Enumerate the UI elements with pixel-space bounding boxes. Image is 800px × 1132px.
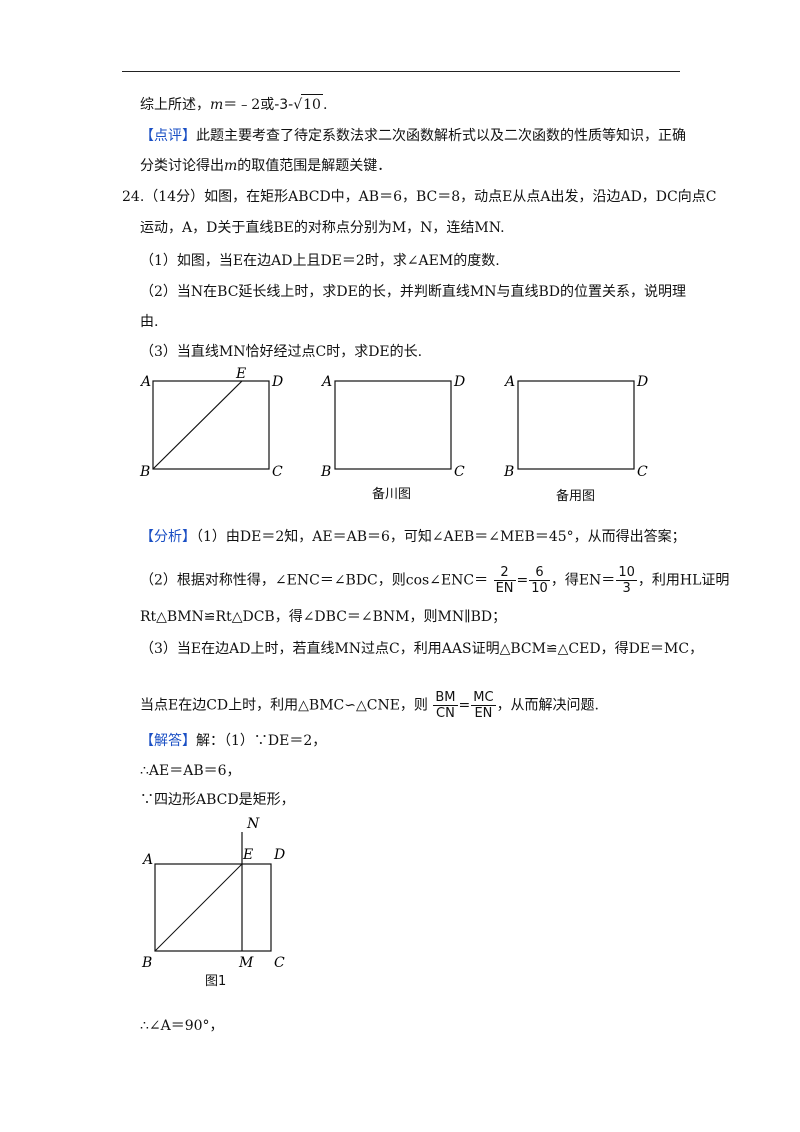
label-d: D xyxy=(273,847,285,863)
figure-main: A E D B C xyxy=(139,366,283,480)
figure-spare-2: A D B C xyxy=(503,374,648,480)
label-m: M xyxy=(238,955,254,971)
rectangle-abcd xyxy=(334,380,452,470)
solution-line-1: 【解答】解：（1）∵DE＝2， xyxy=(140,733,327,749)
solution-line-2: ∴AE＝AB＝6， xyxy=(140,763,241,779)
figure-1: N A E D B M C xyxy=(141,816,285,971)
question-1: （1）如图，当E在边AD上且DE＝2时，求∠AEM的度数. xyxy=(140,253,500,269)
rectangle-abcd xyxy=(517,380,635,470)
top-rule xyxy=(122,71,680,72)
label-c: C xyxy=(272,464,283,480)
solution-line-3: ∵四边形ABCD是矩形， xyxy=(140,792,295,808)
label-n: N xyxy=(246,816,260,832)
label-e: E xyxy=(242,847,253,863)
label-d: D xyxy=(453,374,465,390)
label-c: C xyxy=(637,464,648,480)
caption-spare-1: 备川图 xyxy=(372,487,412,502)
label-c: C xyxy=(454,464,465,480)
question-2-line-2: 由. xyxy=(140,314,159,330)
label-a: A xyxy=(320,374,332,390)
label-b: B xyxy=(320,464,331,480)
label-c: C xyxy=(274,955,285,971)
label-a: A xyxy=(503,374,515,390)
label-b: B xyxy=(141,955,152,971)
label-d: D xyxy=(271,374,283,390)
rectangle-abcd xyxy=(154,863,272,952)
figure-spare-1: A D B C xyxy=(320,374,465,480)
segment-be xyxy=(152,380,243,470)
analysis-line-3: Rt△BMN≌Rt△DCB，得∠DBC＝∠BNM，则MN∥BD； xyxy=(140,609,507,625)
problem-line-1: 24.（14分）如图，在矩形ABCD中，AB＝6，BC＝8，动点E从点A出发，沿… xyxy=(122,189,717,205)
summary-line: 综上所述，m＝﹣2或-3-√10. xyxy=(140,94,327,115)
label-a: A xyxy=(139,374,151,390)
analysis-line-4: （3）当E在边AD上时，若直线MN过点C，利用AAS证明△BCM≌△CED，得D… xyxy=(140,641,704,657)
caption-figure-1: 图1 xyxy=(205,974,227,989)
question-3: （3）当直线MN恰好经过点C时，求DE的长. xyxy=(140,344,423,360)
comment-line-1: 【点评】此题主要考查了待定系数法求二次函数解析式以及二次函数的性质等知识，正确 xyxy=(140,128,686,144)
label-d: D xyxy=(636,374,648,390)
comment-line-2: 分类讨论得出m的取值范围是解题关键． xyxy=(140,158,392,174)
solution-line-4: ∴∠A＝90°， xyxy=(140,1018,224,1034)
label-b: B xyxy=(503,464,514,480)
analysis-line-1: 【分析】（1）由DE＝2知，AE＝AB＝6，可知∠AEB＝∠MEB＝45°，从而… xyxy=(140,529,686,545)
caption-spare-2: 备用图 xyxy=(556,489,596,504)
problem-line-2: 运动，A，D关于直线BE的对称点分别为M，N，连结MN. xyxy=(140,220,505,236)
label-a: A xyxy=(141,852,153,868)
segment-be xyxy=(154,863,243,952)
label-e: E xyxy=(235,366,246,382)
label-b: B xyxy=(139,464,150,480)
rectangle-abcd xyxy=(152,380,270,470)
question-2-line-1: （2）当N在BC延长线上时，求DE的长，并判断直线MN与直线BD的位置关系，说明… xyxy=(140,284,686,300)
